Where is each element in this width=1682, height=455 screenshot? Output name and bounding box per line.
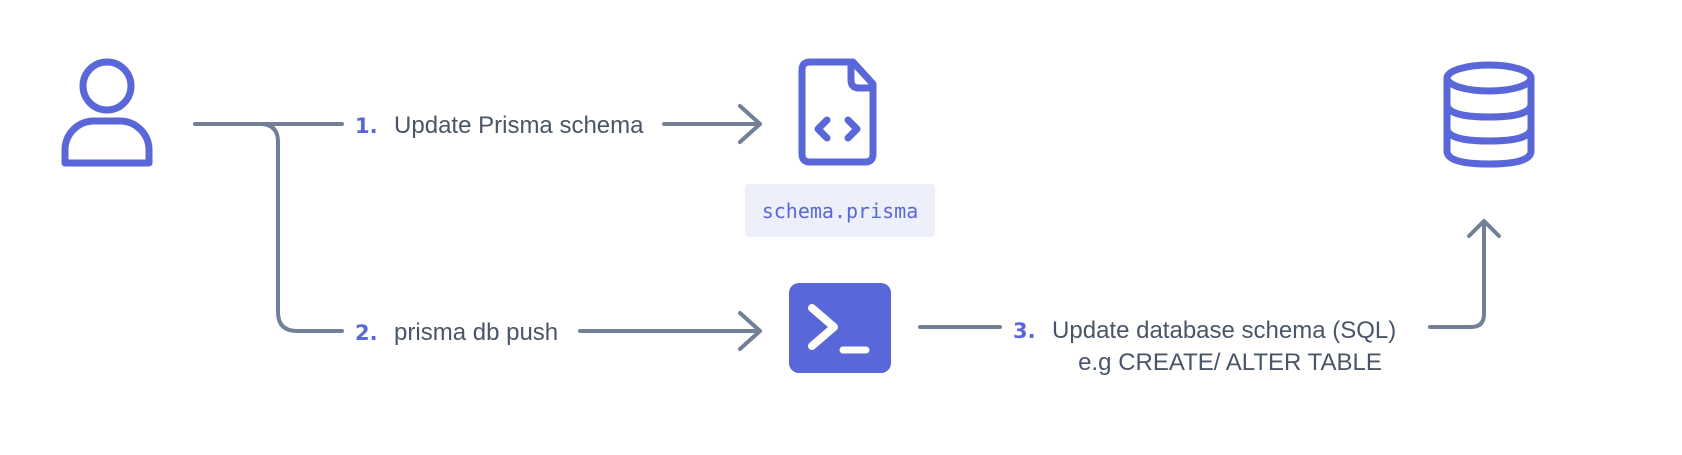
user-icon xyxy=(61,58,153,167)
code-file-icon xyxy=(798,58,877,166)
step-1-text: Update Prisma schema xyxy=(394,112,644,139)
connector-step3-to-database xyxy=(1428,222,1486,329)
file-label: schema.prisma xyxy=(762,199,919,223)
arrowhead-step1 xyxy=(738,104,762,144)
file-label-background xyxy=(745,184,935,237)
step-1-label: 1. Update Prisma schema xyxy=(355,112,644,139)
connector-user-to-step2 xyxy=(258,122,344,333)
step-3-subtext: e.g CREATE/ ALTER TABLE xyxy=(1078,349,1382,376)
arrowhead-step2 xyxy=(738,311,762,351)
arrowhead-step3 xyxy=(1467,219,1501,238)
step-1-number: 1. xyxy=(355,114,378,138)
terminal-icon xyxy=(789,283,891,373)
step-2-label: 2. prisma db push xyxy=(355,319,558,346)
step-3-text: Update database schema (SQL) xyxy=(1052,317,1396,344)
step-3-label: 3. Update database schema (SQL) xyxy=(1013,317,1396,344)
step-2-text: prisma db push xyxy=(394,319,558,346)
step-3-number: 3. xyxy=(1013,319,1036,343)
step-2-number: 2. xyxy=(355,321,378,345)
database-icon xyxy=(1443,61,1535,168)
connector-lines xyxy=(193,104,1501,351)
